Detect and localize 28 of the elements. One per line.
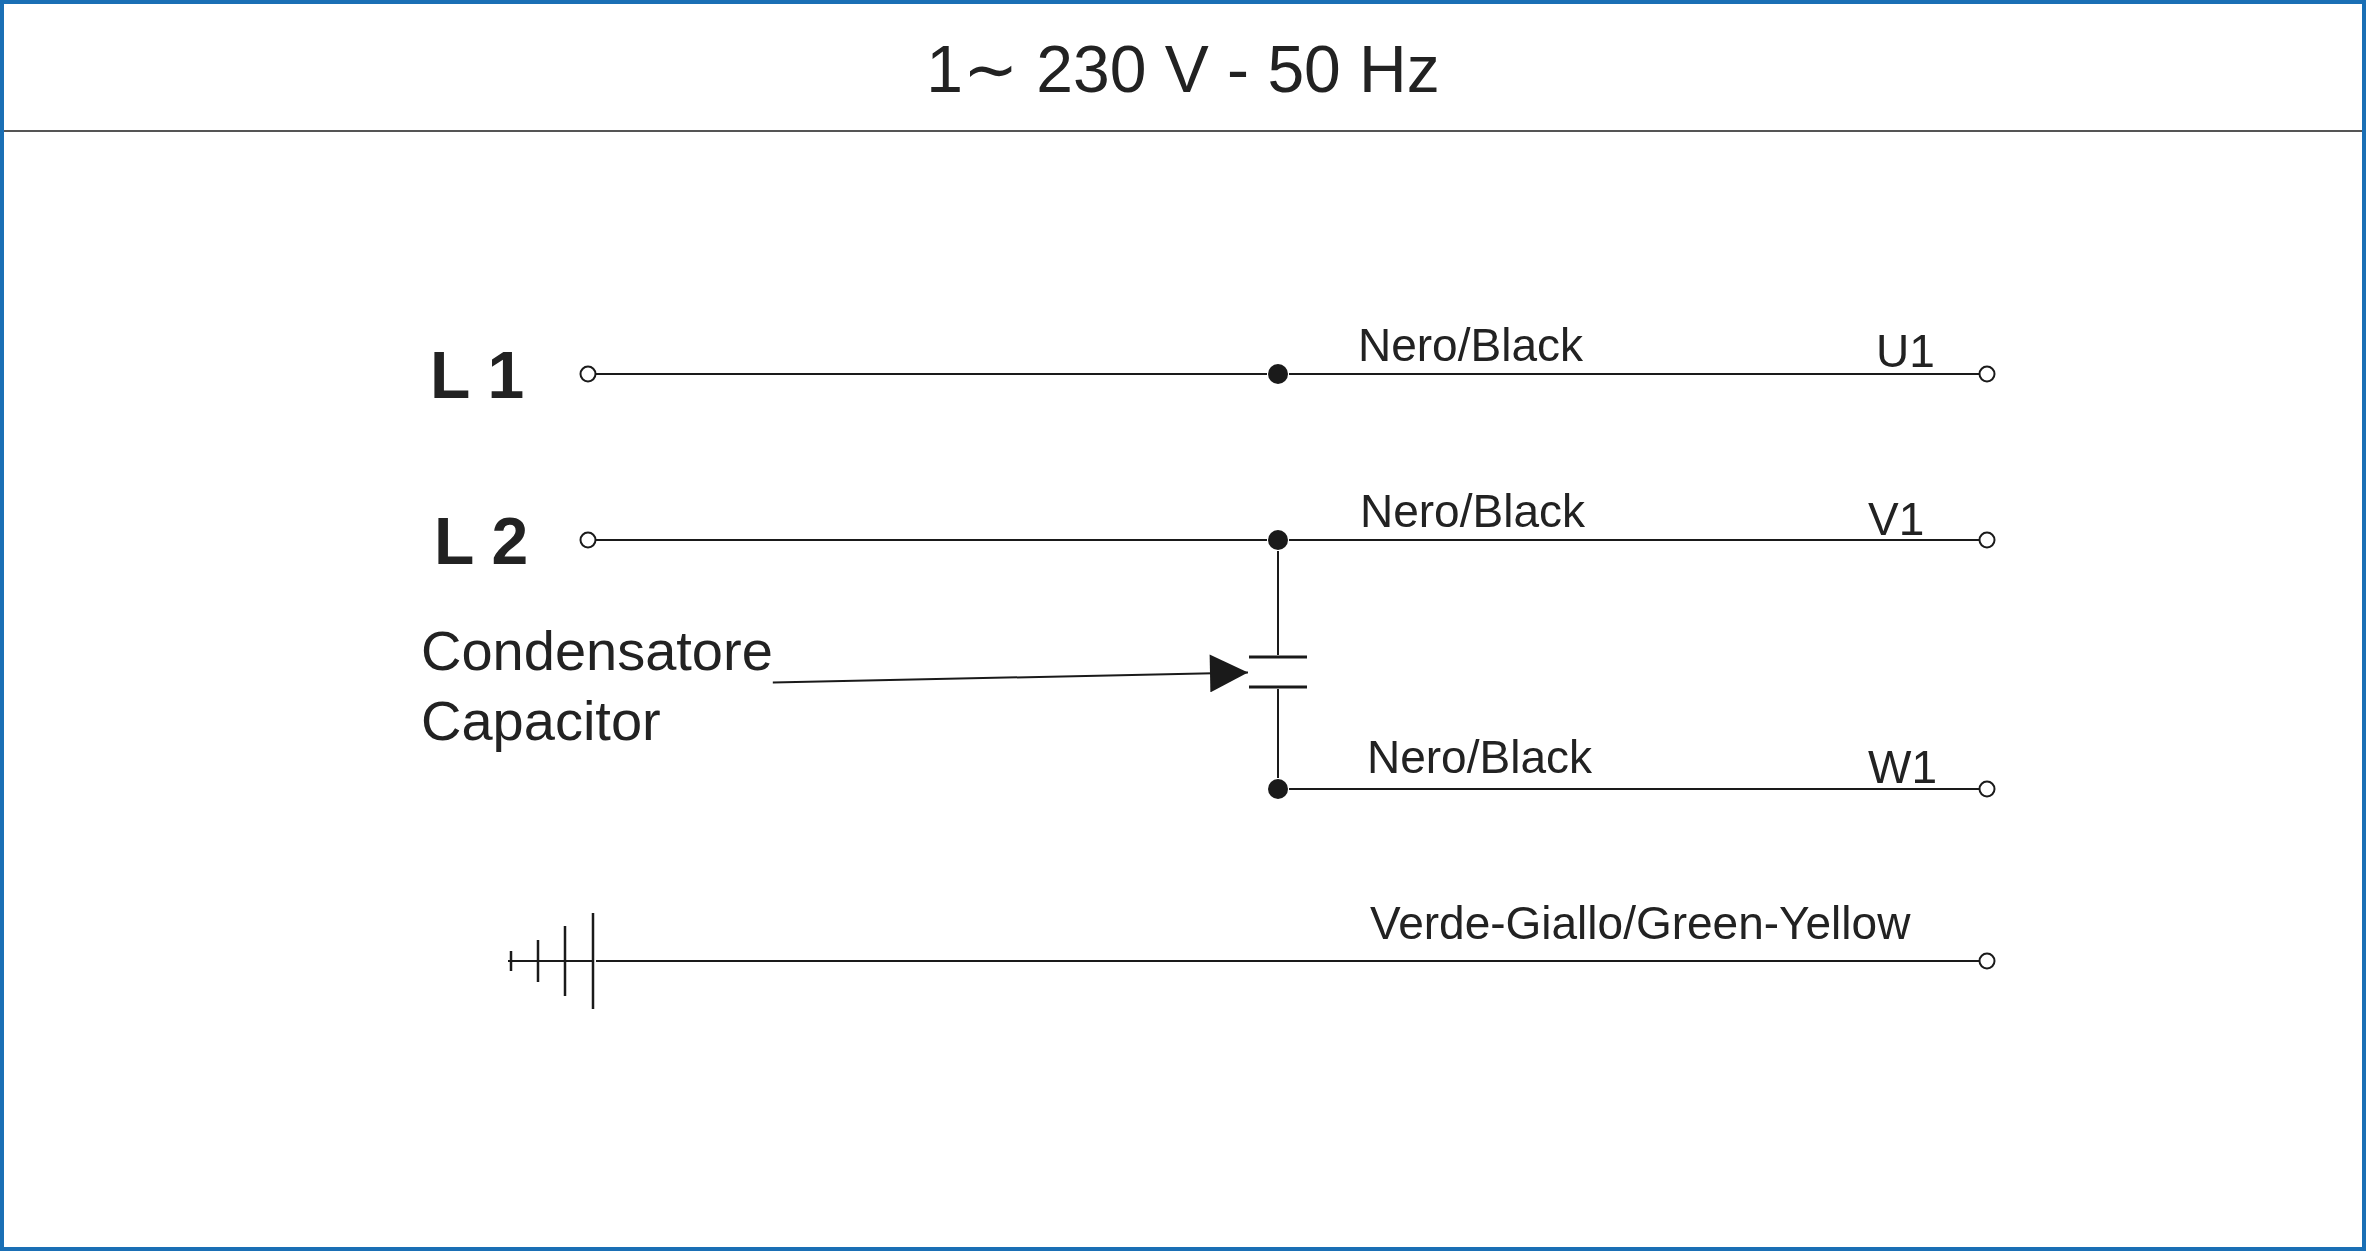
junction-dot [1267, 778, 1289, 800]
terminal-circle [1978, 365, 1996, 383]
terminal-circle [579, 531, 597, 549]
capacitor-symbol [1248, 655, 1308, 689]
junction-dot [1267, 363, 1289, 385]
terminal-circle [1978, 780, 1996, 798]
terminal-circle [1978, 952, 1996, 970]
terminal-label: L 1 [430, 342, 525, 408]
terminal-circle [1978, 531, 1996, 549]
terminal-label: L 2 [434, 508, 529, 574]
terminal-label: V1 [1868, 496, 1925, 542]
arrow [771, 654, 1249, 693]
wire [1288, 373, 1981, 375]
wire [594, 373, 1268, 375]
wire [1288, 539, 1981, 541]
wire [1277, 688, 1279, 779]
ground-symbol [508, 911, 596, 1011]
wire [1277, 550, 1279, 656]
terminal-circle [579, 365, 597, 383]
wire [594, 539, 1268, 541]
wire [595, 960, 1981, 962]
title: 1∼ 230 V - 50 Hz [925, 36, 1441, 102]
junction-dot [1267, 529, 1289, 551]
callout-text: Condensatore [421, 618, 773, 684]
callout-text: Capacitor [421, 688, 662, 754]
terminal-label: U1 [1876, 328, 1935, 374]
wire [1288, 788, 1981, 790]
terminal-label: W1 [1868, 744, 1937, 790]
